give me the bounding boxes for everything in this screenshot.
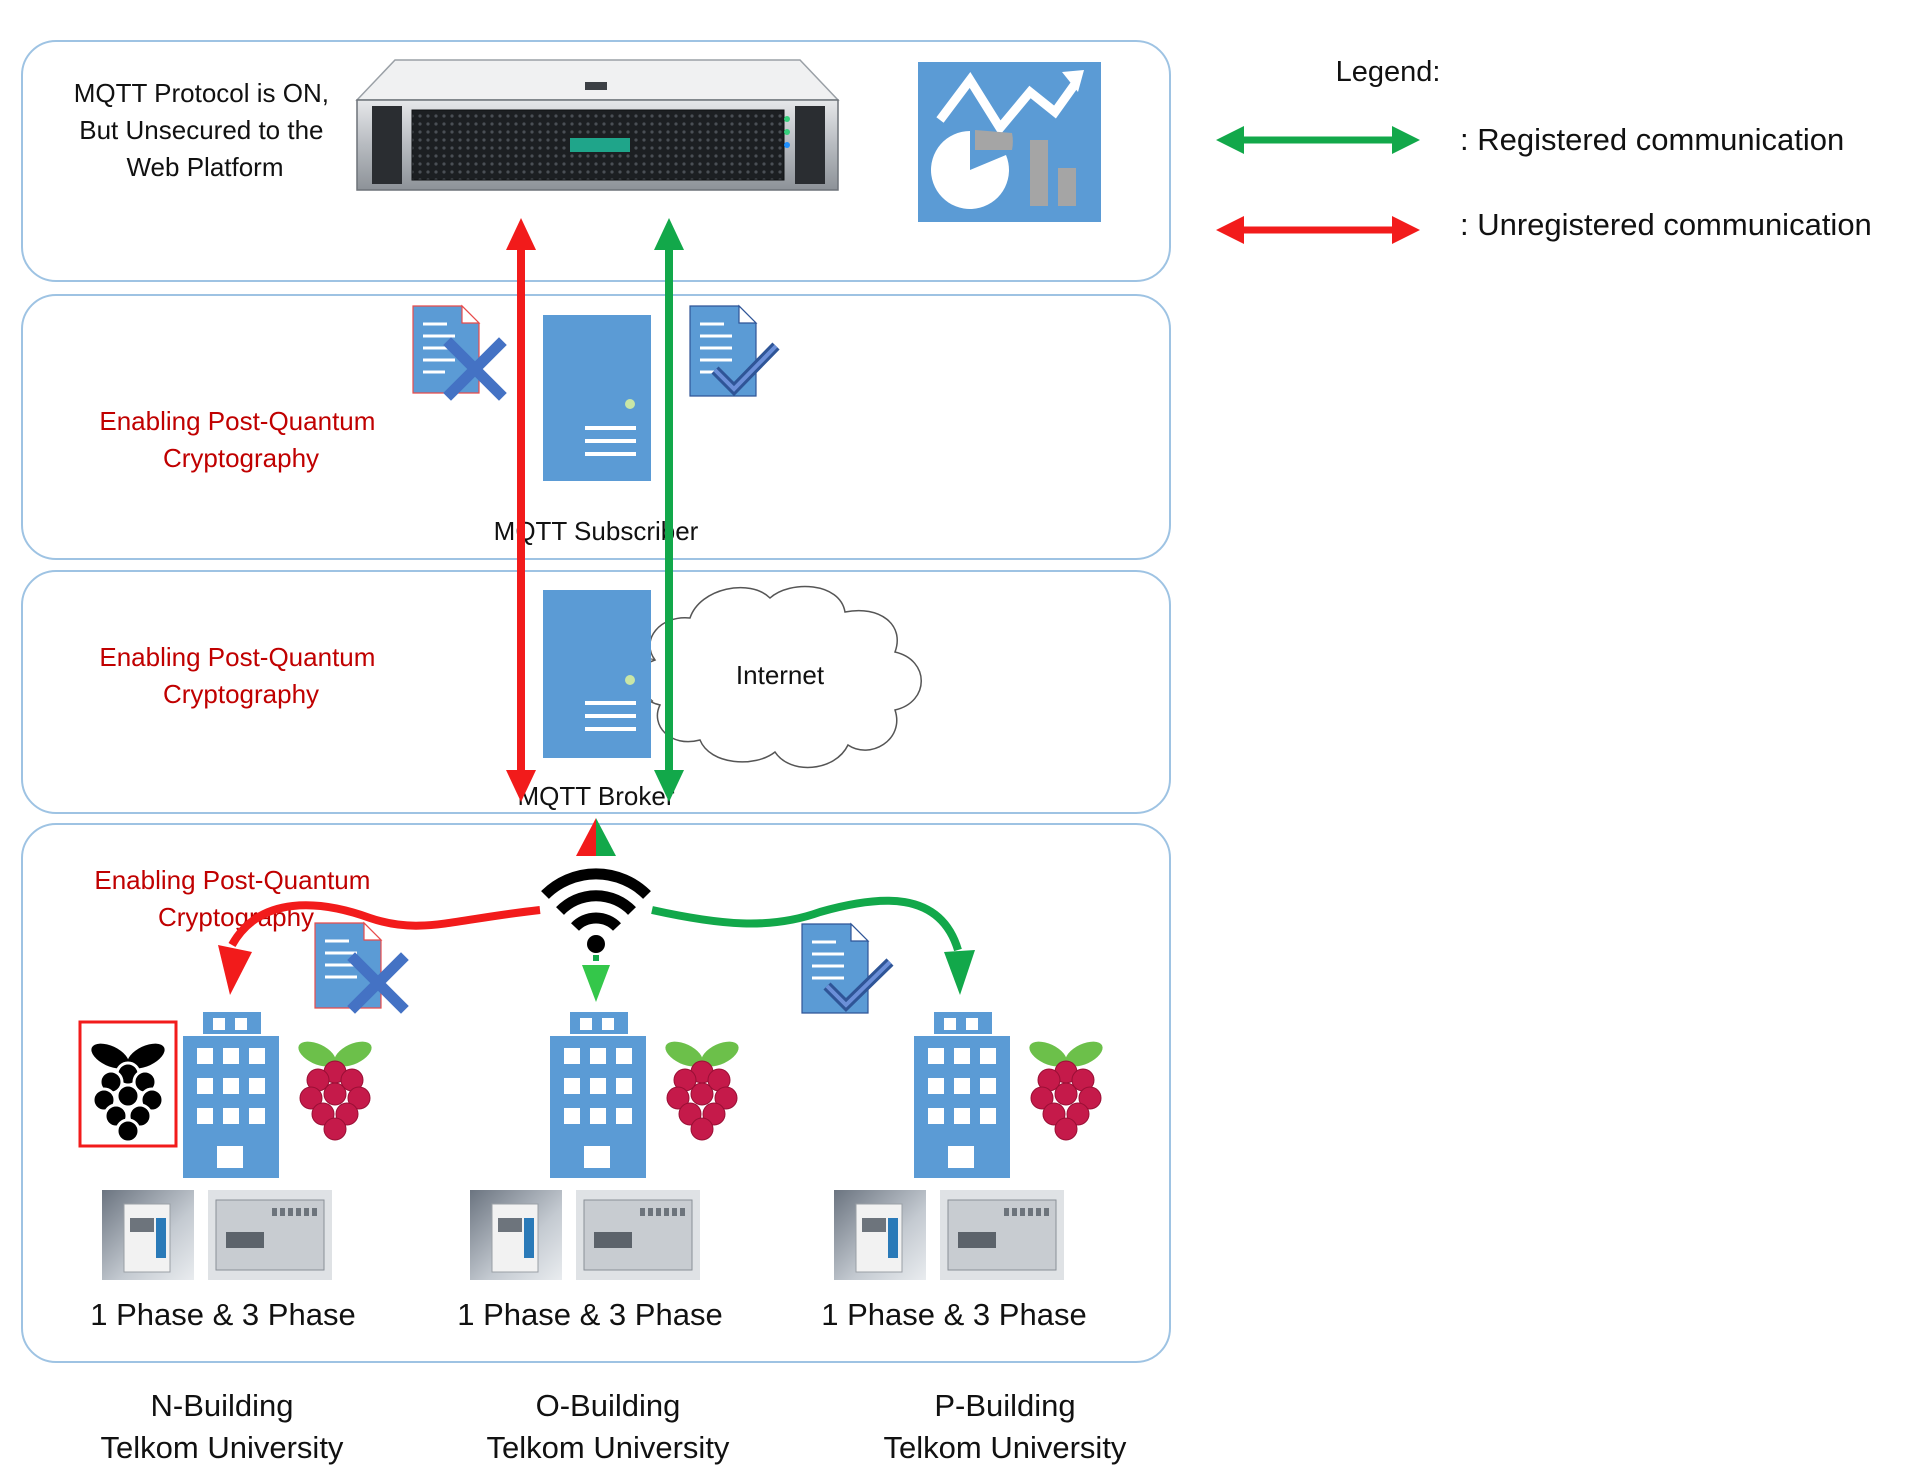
building-org-p: Telkom University <box>884 1430 1127 1465</box>
subscriber-label: MQTT Subscriber <box>494 516 699 546</box>
subscriber-server-icon <box>543 315 651 481</box>
raspberry-pi-icon <box>1029 1041 1103 1141</box>
legend-registered-label: : Registered communication <box>1460 122 1844 157</box>
unregistered-raspberry-pi-icon <box>78 1020 178 1148</box>
energy-meter-icons <box>470 1190 700 1280</box>
registered-uplink-arrow <box>654 218 684 802</box>
unregistered-uplink-arrow <box>506 218 536 802</box>
building-name-p: P-Building <box>934 1388 1075 1423</box>
legend-unregistered-arrow <box>1216 216 1420 244</box>
analytics-dashboard-icon <box>918 62 1101 222</box>
building-name-n: N-Building <box>150 1388 293 1423</box>
wifi-icon <box>541 868 651 953</box>
registered-wireless-arrow <box>651 896 975 995</box>
broker-pqc-text: Enabling Post-Quantum Cryptography <box>99 642 382 709</box>
meter-label: 1 Phase & 3 Phase <box>457 1297 722 1332</box>
buildings-layer: 1 Phase & 3 Phase 1 Phase & 3 Phase 1 Phas… <box>78 1012 1103 1332</box>
legend-registered-arrow <box>1216 126 1420 154</box>
rack-server-icon <box>355 59 840 191</box>
legend-unregistered-label: : Unregistered communication <box>1460 207 1872 242</box>
platform-status-text: MQTT Protocol is ON, But Unsecured to th… <box>74 78 336 182</box>
broker-label: MQTT Broker <box>518 781 675 811</box>
document-cross-icon <box>412 304 507 401</box>
energy-meter-icons <box>102 1190 332 1280</box>
energy-meter-icons <box>834 1190 1064 1280</box>
wifi-uplink-arrow <box>576 818 616 856</box>
raspberry-pi-icon <box>665 1041 739 1141</box>
raspberry-pi-icon <box>298 1041 372 1141</box>
building-org-o: Telkom University <box>487 1430 730 1465</box>
building-group-n: 1 Phase & 3 Phase <box>90 1012 372 1332</box>
building-name-o: O-Building <box>536 1388 681 1423</box>
field-document-cross-icon <box>314 921 409 1014</box>
building-group-o: 1 Phase & 3 Phase <box>457 1012 739 1332</box>
meter-label: 1 Phase & 3 Phase <box>821 1297 1086 1332</box>
document-check-icon <box>689 304 780 397</box>
subscriber-pqc-text: Enabling Post-Quantum Cryptography <box>99 406 382 473</box>
building-group-p: 1 Phase & 3 Phase <box>821 1012 1103 1332</box>
field-document-check-icon <box>801 922 894 1014</box>
registered-local-arrow <box>582 955 610 1002</box>
internet-label: Internet <box>736 660 825 690</box>
broker-server-icon <box>543 590 651 758</box>
building-org-n: Telkom University <box>101 1430 344 1465</box>
unregistered-wireless-arrow <box>218 901 541 995</box>
legend-title: Legend: <box>1336 56 1441 88</box>
meter-label: 1 Phase & 3 Phase <box>90 1297 355 1332</box>
